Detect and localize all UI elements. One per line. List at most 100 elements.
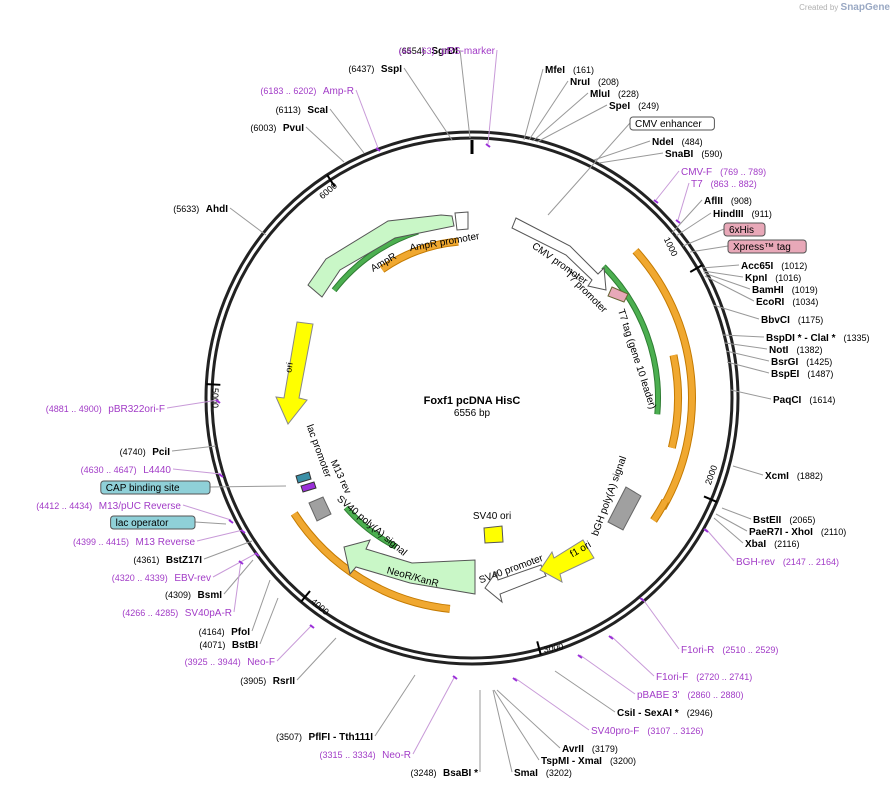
pflfi-tth111i-leader: [374, 674, 416, 737]
acc65i-leader: [701, 264, 740, 269]
tspmi-xmai-label: TspMI - XmaI(3200): [541, 756, 636, 767]
scai-leader: [329, 108, 365, 154]
sspi-leader: [403, 67, 453, 141]
f1ori-f-label: F1ori-F(2720 .. 2741): [656, 672, 752, 683]
ecori-label: EcoRI(1034): [756, 297, 818, 308]
feature-label-ampr-promoter: AmpR promoter: [409, 231, 481, 254]
bgh-rev-leader: [705, 528, 735, 562]
mfei-label: MfeI(161): [545, 65, 594, 76]
pbabe-3-primer-mark: [577, 654, 583, 659]
bstbi-label: (4071) BstBI: [199, 640, 258, 651]
ring-tick-mark: [326, 174, 336, 188]
bstz17i-leader: [203, 540, 253, 560]
nrui-label: NruI(208): [570, 77, 619, 88]
bspdi-clai-label: BspDI * - ClaI *(1335): [766, 333, 869, 344]
amp-r-label: (6183 .. 6202) Amp-R: [260, 86, 354, 97]
kpni-leader: [702, 270, 744, 278]
ahdi-leader: [229, 207, 267, 236]
feature-label-lac-promoter: lac promoter: [304, 423, 334, 480]
feature-label-m13-rev: M13 rev: [328, 458, 353, 495]
cmv-promoter-arrow: [511, 217, 607, 291]
csii-sexai-label: CsiI - SexAI *(2946): [617, 708, 713, 719]
6xhis-label: 6xHis: [729, 225, 754, 236]
neo-f-primer-mark: [309, 624, 315, 629]
cap-binding-site-box: [100, 480, 211, 495]
paqci-leader: [730, 389, 772, 400]
orf-arc-top: [380, 238, 459, 272]
f1ori-f-leader: [610, 635, 655, 677]
avrii-leader: [496, 689, 561, 749]
t7-primer-mark: [675, 219, 681, 224]
aflii-label: AflII(908): [704, 196, 752, 207]
bsrgi-label: BsrGI(1425): [771, 357, 832, 368]
pbr322ori-f-primer-mark: [215, 399, 221, 404]
bsteii-leader: [721, 507, 752, 520]
neo-f-label: (3925 .. 3944) Neo-F: [185, 657, 275, 668]
pvui-leader: [305, 126, 345, 163]
sgrdi-label: (6554) SgrDI: [399, 46, 458, 57]
neor-arrow: [343, 539, 476, 595]
sgrdi-leader: [459, 49, 471, 139]
paer7i-xhoi-label: PaeR7I - XhoI(2110): [749, 527, 846, 538]
pflfi-tth111i-label: (3507) PflFI - Tth111I: [276, 732, 373, 743]
credit-prefix: Created by: [799, 3, 839, 12]
ecori-leader: [704, 275, 755, 302]
cmv-enhancer-box: [629, 116, 715, 131]
f1ori-r-leader: [641, 597, 680, 650]
ori-arrow: [275, 321, 314, 425]
hindiii-label: HindIII(911): [713, 209, 772, 220]
pbabe-3-label: pBABE 3'(2860 .. 2880): [637, 690, 744, 701]
ring-tick-mark: [206, 383, 221, 386]
rsrii-label: (3905) RsrII: [240, 676, 295, 687]
cmv-f-leader: [655, 170, 680, 201]
ampr-arrow: [307, 214, 455, 298]
snapgene-credit: Created by SnapGene: [799, 2, 890, 13]
neo-r-primer-mark: [452, 675, 458, 680]
bsabi-label: (3248) BsaBI *: [410, 768, 478, 779]
rsrii-leader: [296, 637, 337, 681]
ebv-rev-label: (4320 .. 4339) EBV-rev: [112, 573, 211, 584]
sv40pro-f-primer-mark: [512, 677, 518, 682]
t7-leader: [677, 182, 690, 221]
pbabe-3-leader: [579, 654, 636, 695]
bspei-leader: [726, 361, 770, 374]
pbr322ori-f-label: (4881 .. 4900) pBR322ori-F: [46, 404, 165, 415]
amp-r-primer-mark: [375, 147, 381, 152]
bstbi-leader: [259, 597, 279, 645]
noti-label: NotI(1382): [769, 345, 822, 356]
nrui-leader: [528, 80, 569, 141]
xcmi-leader: [732, 465, 764, 476]
pfoi-label: (4164) PfoI: [199, 627, 251, 638]
ring-tick-label: 5000: [210, 388, 220, 408]
sv40pro-f-label: SV40pro-F(3107 .. 3126): [591, 726, 703, 737]
6xhis-box: [723, 222, 766, 237]
lac-operator-label: lac operator: [116, 518, 169, 529]
f1ori-r-label: F1ori-R(2510 .. 2529): [681, 645, 778, 656]
spei-leader: [536, 104, 608, 143]
xcmi-label: XcmI(1882): [765, 471, 823, 482]
orf-arc-bottom: [291, 511, 451, 612]
bsmi-label: (4309) BsmI: [165, 590, 222, 601]
m13-rev-mark: [300, 481, 317, 493]
cmv-enhancer-leader: [547, 122, 631, 216]
l4440-label: (4630 .. 4647) L4440: [81, 465, 172, 476]
csii-sexai-leader: [554, 670, 616, 713]
m13-puc-reverse-leader: [182, 504, 232, 521]
prs-marker-label: (44 .. 63) pRS-marker: [399, 46, 496, 57]
bspei-label: BspEI(1487): [771, 369, 833, 380]
cap-binding-site-leader: [209, 485, 287, 488]
ring-tick-mark: [300, 590, 311, 603]
bstz17i-label: (4361) BstZ17I: [133, 555, 202, 566]
ahdi-label: (5633) AhdI: [173, 204, 228, 215]
feature-label-sv40-ori: SV40 ori: [473, 511, 511, 522]
sv40pa-r-primer-mark: [238, 560, 244, 565]
backbone-outer-ring: [204, 130, 740, 666]
ndei-leader: [593, 140, 651, 161]
sv40-promoter-arrow: [484, 564, 547, 604]
prs-marker-leader: [487, 49, 498, 145]
cmv-f-primer-mark: [653, 199, 659, 204]
m13-reverse-label: (4399 .. 4415) M13 Reverse: [73, 537, 195, 548]
snapgene-brand: SnapGene: [840, 2, 890, 13]
sv40-ori-box: [483, 525, 504, 544]
ebv-rev-leader: [212, 552, 258, 578]
